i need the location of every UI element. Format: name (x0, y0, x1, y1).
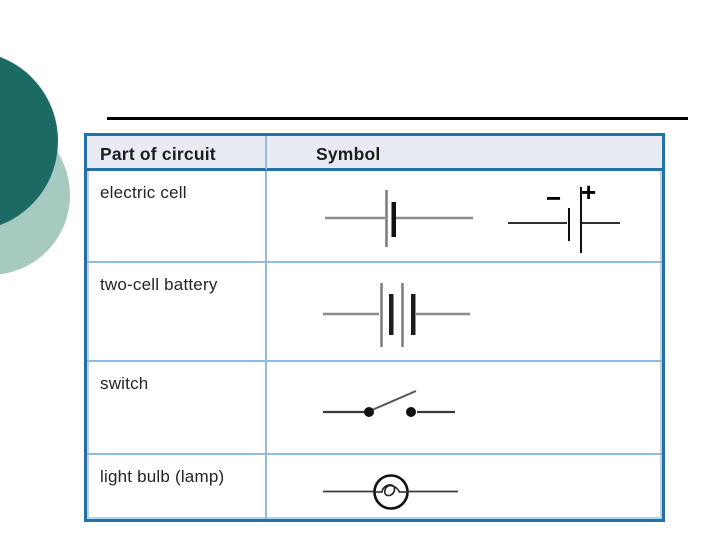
table-row-part-light-bulb: light bulb (lamp) (87, 455, 267, 519)
table-row-part-two-cell-battery: two-cell battery (87, 263, 267, 362)
title-underline (107, 117, 688, 120)
header-part-label: Part of circuit (100, 144, 216, 164)
part-label-text: electric cell (100, 183, 187, 202)
two-cell-battery-symbol (323, 283, 470, 347)
minus-terminal-label: − (546, 183, 562, 213)
part-label-text: light bulb (lamp) (100, 467, 225, 486)
electric-cell-symbol (325, 187, 620, 253)
table-row-symbol-light-bulb (267, 455, 662, 519)
lamp-symbol (323, 474, 458, 510)
header-symbol-label: Symbol (316, 144, 381, 164)
table-row-symbol-electric-cell: − + (267, 171, 662, 263)
table-header-symbol: Symbol (267, 136, 662, 171)
circuit-symbols-table: Part of circuit Symbol electric cell − (84, 133, 665, 522)
table-row-part-electric-cell: electric cell (87, 171, 267, 263)
table-header-part: Part of circuit (87, 136, 267, 171)
open-switch-symbol (323, 390, 455, 417)
table-row-part-switch: switch (87, 362, 267, 455)
table-row-symbol-two-cell-battery (267, 263, 662, 362)
table-row-symbol-switch (267, 362, 662, 455)
part-label-text: two-cell battery (100, 275, 218, 294)
part-label-text: switch (100, 374, 149, 393)
plus-terminal-label: + (581, 177, 597, 207)
